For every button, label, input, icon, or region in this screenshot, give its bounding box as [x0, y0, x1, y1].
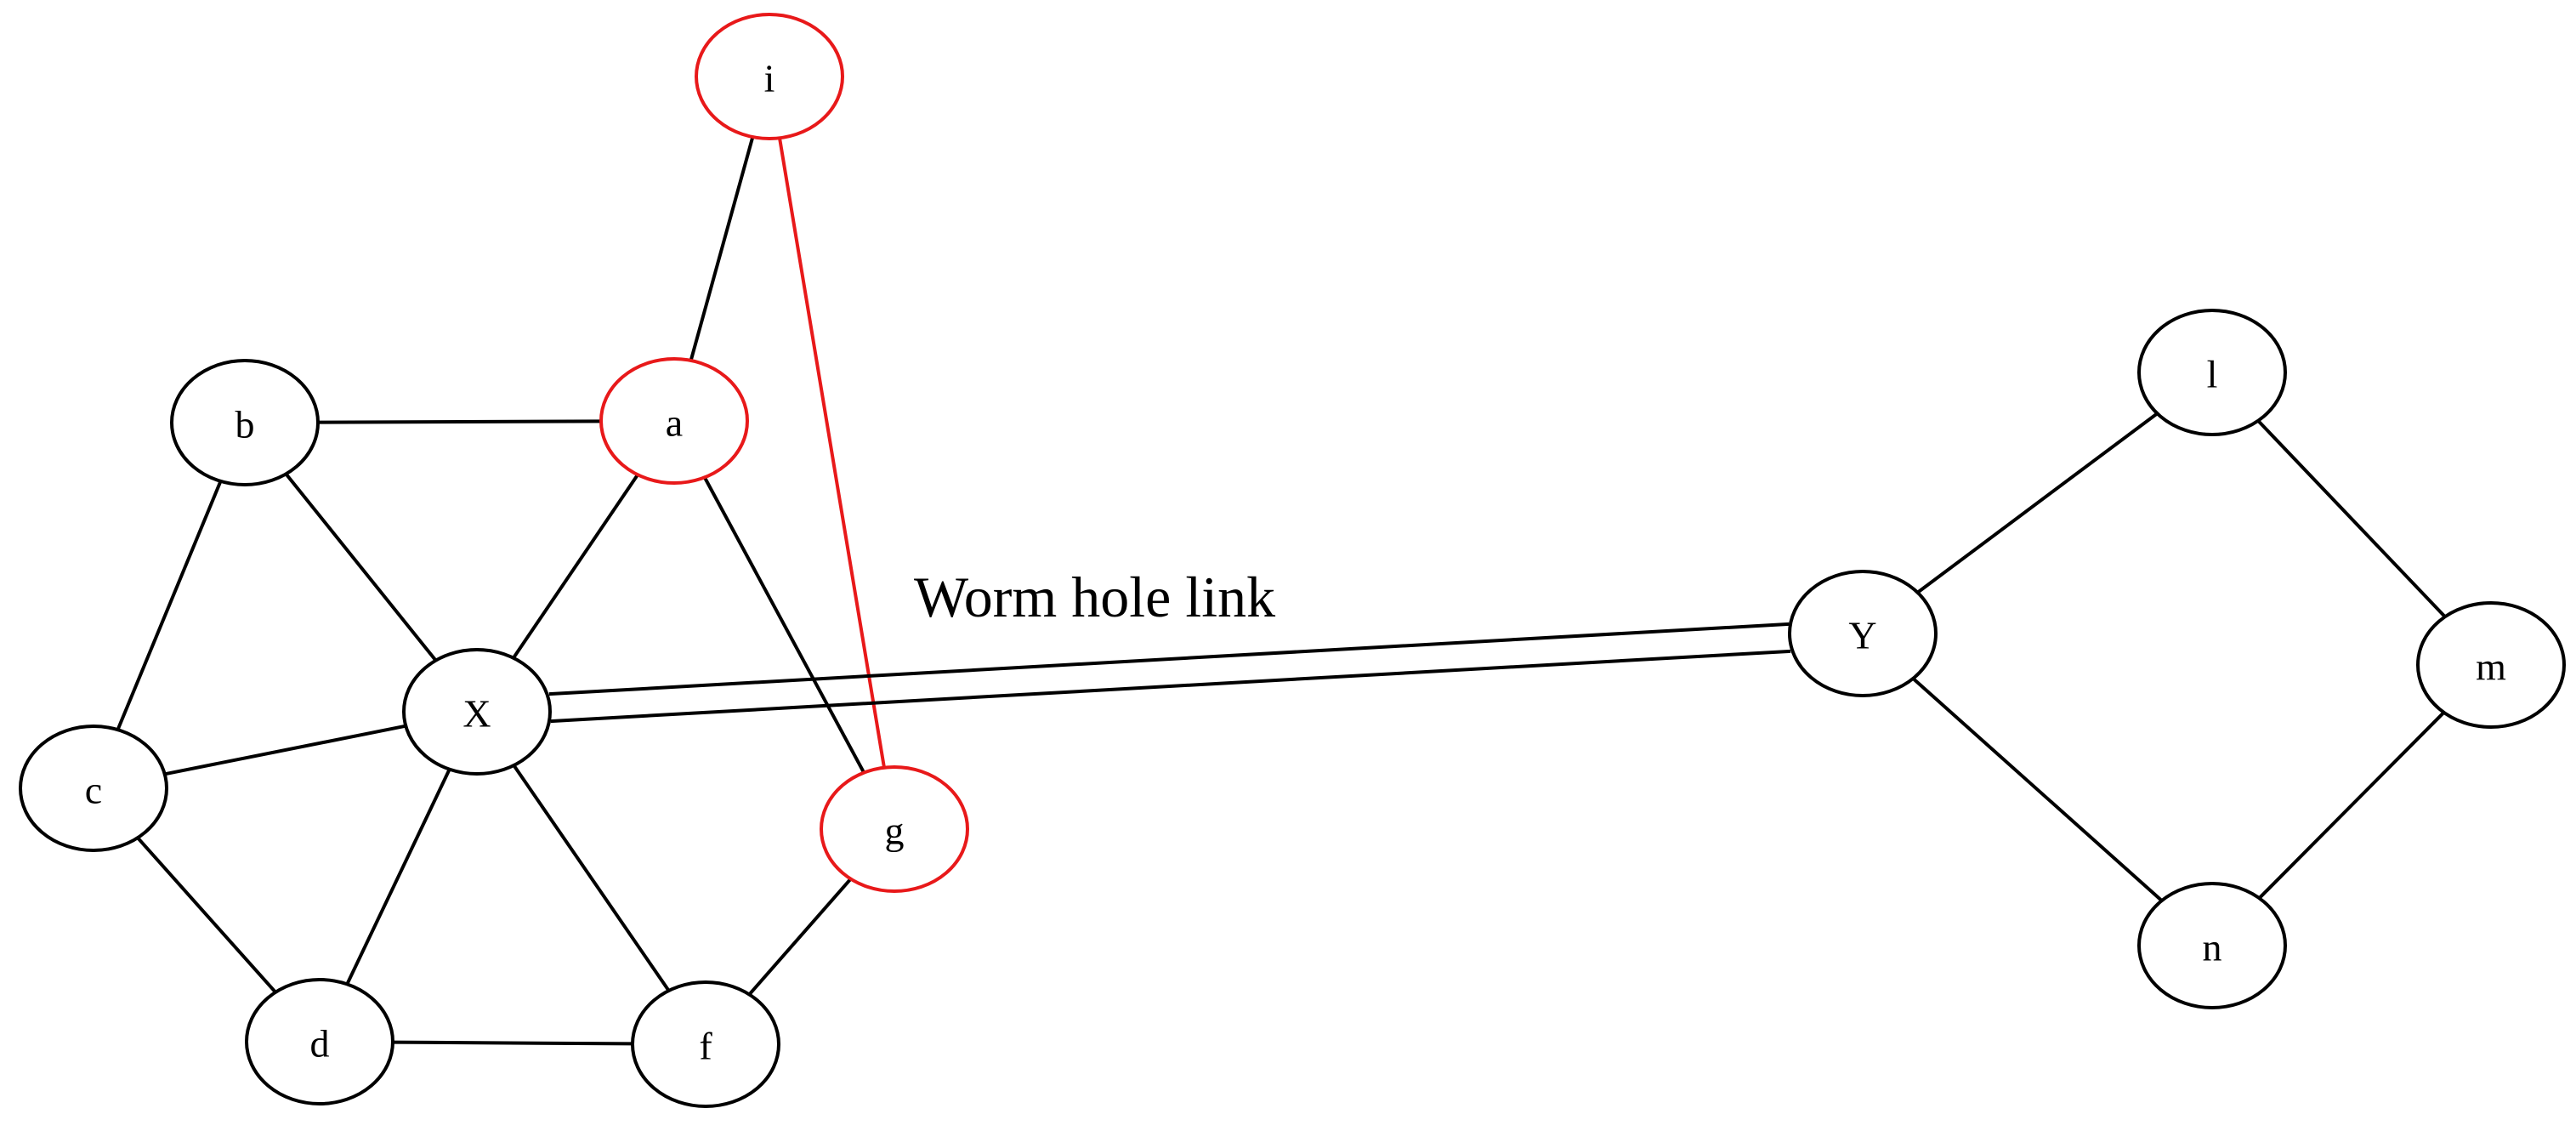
wormhole-link [548, 622, 1791, 724]
edge-Y-n [1911, 677, 2164, 902]
node-d: d [245, 978, 394, 1105]
node-c-circle [19, 725, 168, 852]
edge-m-n [2258, 711, 2445, 900]
edge-f-g [747, 878, 853, 996]
node-X-label: X [462, 692, 491, 736]
node-l: l [2137, 309, 2287, 436]
wormhole-link-label: Worm hole link [914, 565, 1275, 629]
node-c-label: c [85, 769, 102, 812]
node-X-circle [402, 648, 552, 776]
wormhole-line-1 [548, 622, 1790, 696]
node-l-label: l [2207, 353, 2218, 396]
node-Y-circle [1788, 570, 1938, 697]
edge-i-a [689, 136, 755, 361]
edge-Y-l [1916, 412, 2159, 594]
edge-l-m [2256, 419, 2447, 618]
node-g-circle [820, 765, 969, 893]
node-m-circle [2416, 601, 2566, 729]
edge-d-f [392, 1040, 633, 1046]
edge-c-d [136, 836, 277, 994]
node-g-label: g [885, 810, 905, 853]
node-i-circle [695, 13, 844, 140]
node-m-label: m [2476, 645, 2506, 689]
node-i-label: i [764, 57, 775, 100]
node-b-circle [170, 359, 320, 486]
edge-b-X [284, 473, 438, 662]
node-b-label: b [235, 403, 255, 446]
edge-b-a [317, 419, 602, 424]
node-d-label: d [310, 1022, 330, 1066]
edge-X-f [512, 764, 671, 992]
wormhole-line-2 [550, 649, 1791, 724]
edge-X-d [345, 768, 451, 986]
node-X: X [402, 648, 552, 776]
node-Y-label: Y [1848, 614, 1876, 657]
node-n-label: n [2203, 926, 2222, 969]
node-f-circle [631, 980, 780, 1108]
edge-c-X [164, 724, 406, 776]
node-g: g [820, 765, 969, 893]
node-c: c [19, 725, 168, 852]
node-a: a [599, 357, 749, 485]
node-a-label: a [666, 401, 683, 445]
node-l-circle [2137, 309, 2287, 436]
node-b: b [170, 359, 320, 486]
node-i: i [695, 13, 844, 140]
node-a-circle [599, 357, 749, 485]
node-d-circle [245, 978, 394, 1105]
node-n-circle [2137, 882, 2287, 1009]
edge-a-X [512, 474, 639, 659]
edges-layer [116, 136, 2447, 1046]
edge-b-c [116, 480, 223, 730]
nodes-layer: i a b c Xg d f Yl m n [19, 13, 2566, 1108]
edge-a-g [703, 476, 865, 774]
node-m: m [2416, 601, 2566, 729]
node-f: f [631, 980, 780, 1108]
node-n: n [2137, 882, 2287, 1009]
node-Y: Y [1788, 570, 1938, 697]
edge-i-g [778, 137, 886, 769]
node-f-label: f [699, 1025, 712, 1068]
